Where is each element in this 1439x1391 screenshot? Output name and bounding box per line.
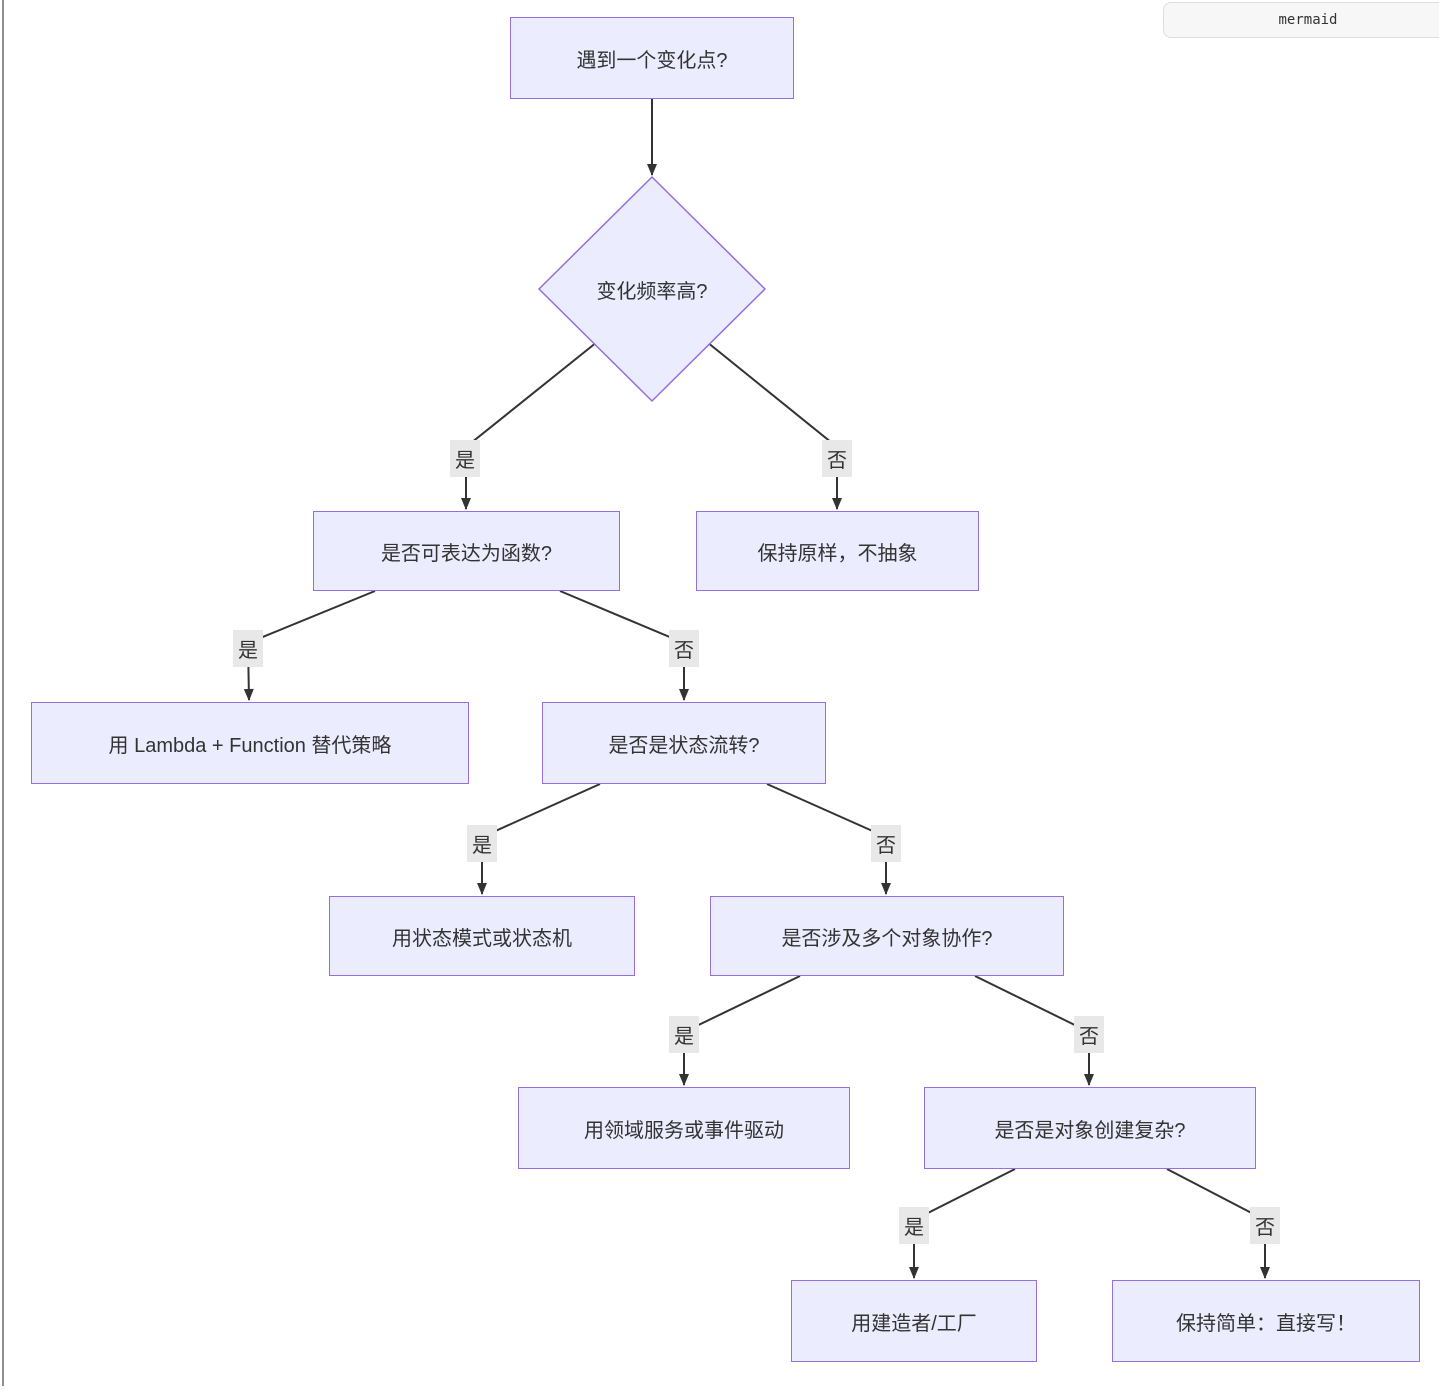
edge-func-stateq-no — [559, 590, 689, 701]
node-builder: 用建造者/工厂 — [791, 1280, 1037, 1362]
edge-label-yes-5: 是 — [899, 1207, 929, 1244]
edge-stateq-statem-yes — [477, 783, 601, 895]
edge-func-lambda-yes — [243, 590, 376, 701]
edge-collabq-domain-yes — [679, 975, 801, 1086]
node-createq: 是否是对象创建复杂? — [924, 1087, 1256, 1169]
edge-label-yes-3: 是 — [467, 825, 497, 862]
edge-createq-builder-yes — [909, 1168, 1016, 1279]
node-func: 是否可表达为函数? — [313, 511, 620, 591]
edge-label-no-5: 否 — [1250, 1207, 1280, 1244]
edge-label-yes-2: 是 — [233, 630, 263, 667]
decision-diamond-freq — [537, 175, 767, 403]
edge-label-no-2: 否 — [669, 630, 699, 667]
node-collabq: 是否涉及多个对象协作? — [710, 896, 1064, 976]
edge-label-no-1: 否 — [822, 440, 852, 477]
node-freq-label: 变化频率高? — [596, 280, 708, 303]
node-stateq: 是否是状态流转? — [542, 702, 826, 784]
edge-freq-func-yes — [461, 341, 598, 510]
node-simple: 保持简单：直接写！ — [1112, 1280, 1420, 1362]
node-statem: 用状态模式或状态机 — [329, 896, 635, 976]
edge-label-yes-1: 是 — [450, 440, 480, 477]
node-start: 遇到一个变化点? — [510, 17, 794, 99]
node-domain: 用领域服务或事件驱动 — [518, 1087, 850, 1169]
edge-label-yes-4: 是 — [669, 1016, 699, 1053]
code-language-badge: mermaid — [1163, 2, 1439, 38]
node-lambda: 用 Lambda + Function 替代策略 — [31, 702, 469, 784]
edge-label-no-3: 否 — [871, 825, 901, 862]
code-language-label: mermaid — [1278, 12, 1338, 28]
edge-stateq-collabq-no — [766, 783, 891, 895]
edge-collabq-createq-no — [974, 975, 1094, 1086]
node-keep: 保持原样，不抽象 — [696, 511, 979, 591]
edge-label-no-4: 否 — [1074, 1016, 1104, 1053]
edge-freq-keep-no — [706, 341, 842, 510]
panel-left-border — [2, 0, 4, 1386]
